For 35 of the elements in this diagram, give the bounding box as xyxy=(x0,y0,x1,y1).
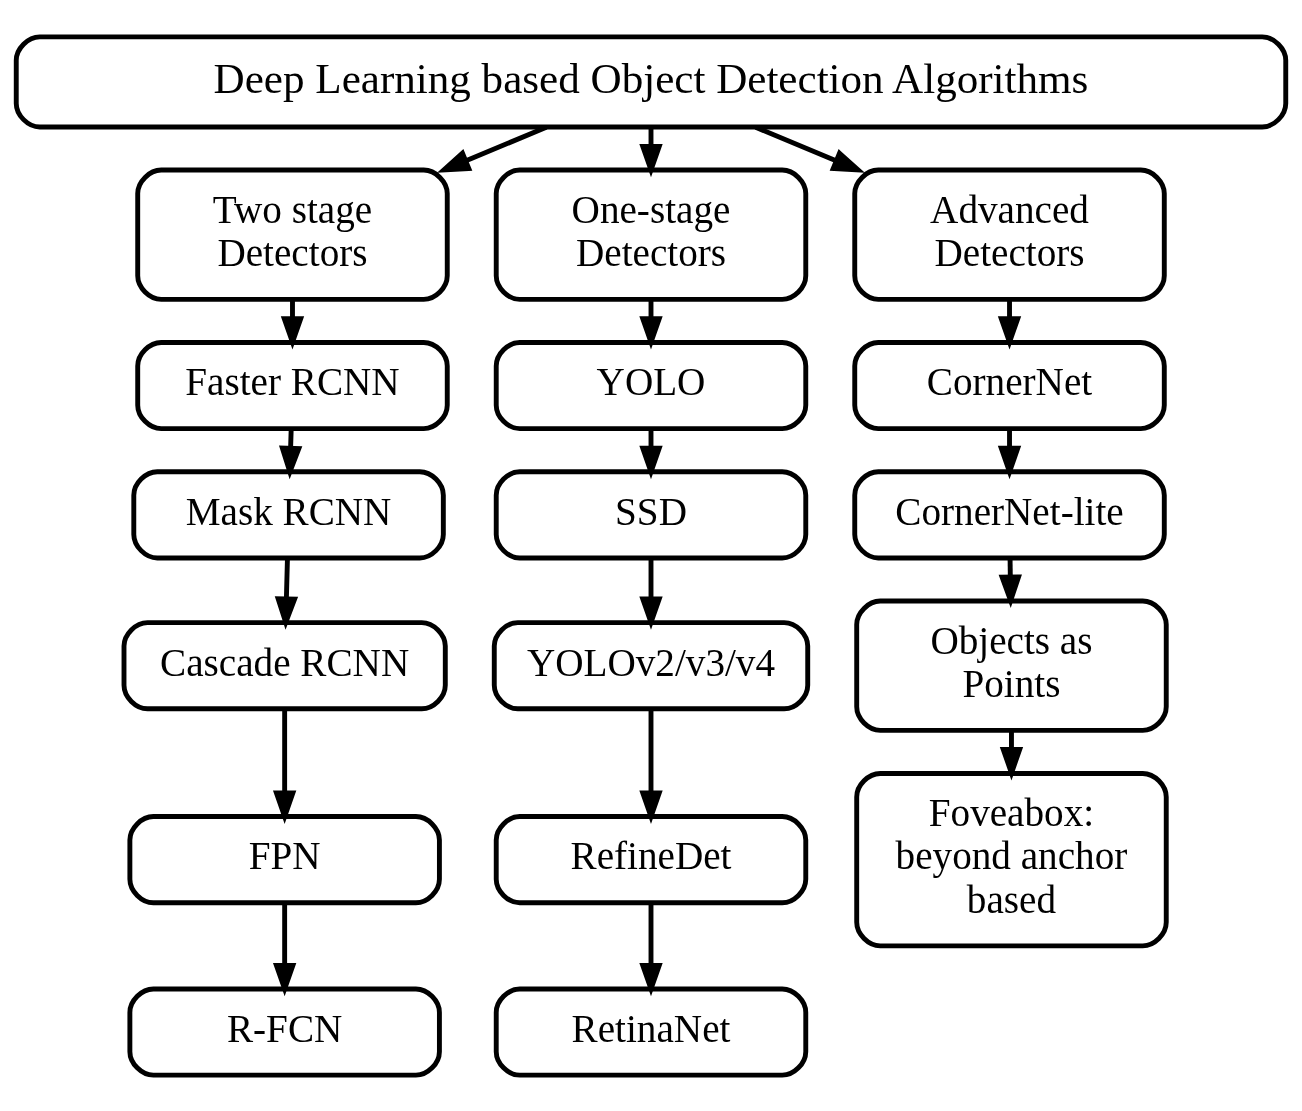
arrow xyxy=(754,124,865,173)
node-box: Advanced Detectors xyxy=(852,167,1167,302)
node-box: YOLO xyxy=(493,339,809,431)
node-box: Faster RCNN xyxy=(135,339,450,431)
node-box: R-FCN xyxy=(127,986,442,1078)
node-box: RefineDet xyxy=(493,813,809,905)
arrow xyxy=(639,558,663,630)
node-box: FPN xyxy=(127,813,442,905)
node-box: Deep Learning based Object Detection Algorithms xyxy=(13,33,1289,129)
arrow xyxy=(639,902,663,996)
arrow xyxy=(639,127,663,177)
arrow xyxy=(639,299,663,350)
arrow xyxy=(278,428,303,479)
arrow xyxy=(639,708,663,824)
node-box: SSD xyxy=(493,468,809,560)
arrow xyxy=(997,428,1022,479)
arrow xyxy=(272,902,297,996)
node-box: YOLOv2/v3/v4 xyxy=(491,619,811,711)
arrow xyxy=(998,558,1022,608)
arrow xyxy=(437,124,548,173)
arrow xyxy=(280,299,305,350)
arrow xyxy=(999,729,1024,780)
node-box: One-stage Detectors xyxy=(493,167,809,302)
node-box: Foveabox: beyond anchor based xyxy=(854,770,1169,948)
node-box: CornerNet xyxy=(852,339,1167,431)
arrow xyxy=(639,428,663,479)
node-box: RetinaNet xyxy=(493,986,809,1078)
node-box: Mask RCNN xyxy=(131,468,446,560)
node-box: Cascade RCNN xyxy=(121,619,448,711)
arrow xyxy=(274,557,299,630)
node-box: Two stage Detectors xyxy=(135,167,450,302)
arrow xyxy=(997,299,1022,350)
node-box: CornerNet-lite xyxy=(852,468,1167,560)
node-box: Objects as Points xyxy=(854,598,1169,733)
arrow xyxy=(272,708,297,824)
